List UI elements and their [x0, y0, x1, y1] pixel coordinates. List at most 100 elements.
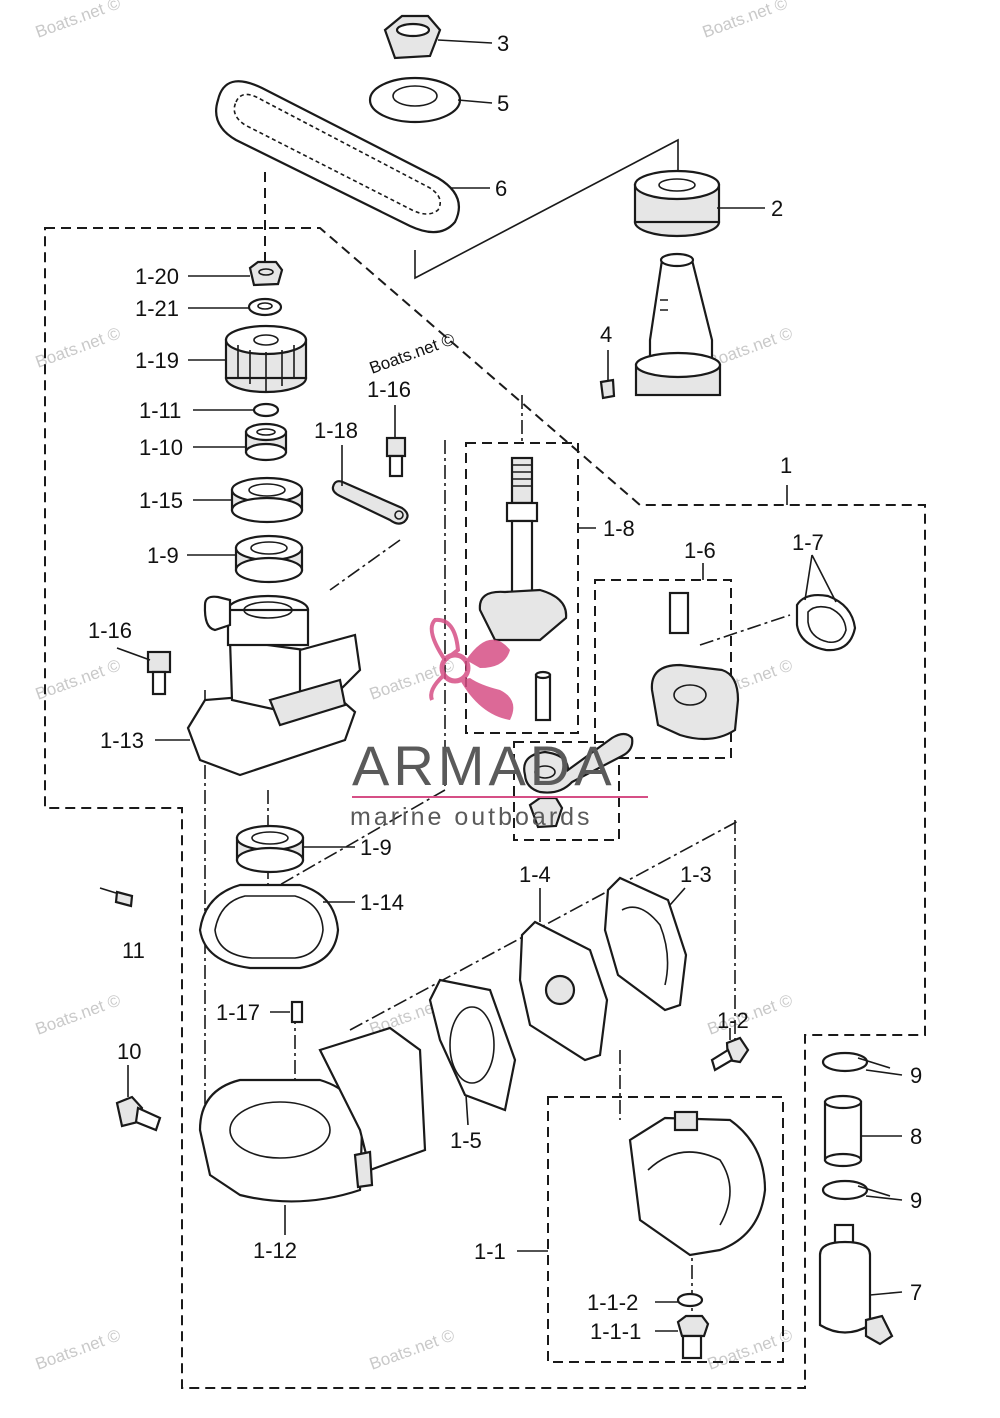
label-4: 4: [600, 322, 612, 347]
label-1-5: 1-5: [450, 1128, 482, 1153]
part-1-11-washer: [252, 402, 280, 418]
part-connecting-rod: [523, 732, 634, 829]
label-3: 3: [497, 31, 509, 56]
label-1-16: 1-16: [88, 618, 132, 643]
part-1-1-1-plug: [676, 1314, 710, 1360]
brand-logo: ARMADA marine outboards: [350, 617, 648, 831]
part-1-1-cover: [628, 1110, 767, 1257]
label-8: 8: [910, 1124, 922, 1149]
centre-line: [209, 440, 446, 926]
label-1-19: 1-19: [135, 348, 179, 373]
part-10-bolt: [115, 1095, 162, 1132]
piston-group-outline: [594, 579, 732, 759]
part-5-washer: [368, 76, 462, 124]
centre-line: [329, 539, 401, 591]
label-9: 9: [910, 1188, 922, 1213]
cover-group-outline: [547, 1096, 784, 1363]
label-1-13: 1-13: [100, 728, 144, 753]
part-3-nut: [383, 14, 442, 60]
label-1-7: 1-7: [792, 530, 824, 555]
part-1-19-gear: [224, 324, 308, 394]
label-2: 2: [771, 196, 783, 221]
label-1-6: 1-6: [684, 538, 716, 563]
leader: [99, 887, 117, 894]
label-1-12: 1-12: [253, 1238, 297, 1263]
label-1-11: 1-11: [139, 398, 181, 423]
label-1-1: 1-1: [474, 1239, 506, 1264]
watermark: Boats.net ©: [700, 0, 791, 42]
watermark: Boats.net ©: [33, 990, 124, 1038]
part-1-1-2-washer: [676, 1292, 704, 1308]
group-outlines: [44, 172, 926, 1389]
part-1-14-gasket: [198, 883, 340, 970]
brand-name: ARMADA: [352, 734, 616, 797]
centre-line: [699, 614, 791, 646]
label-1-17: 1-17: [216, 1000, 260, 1025]
part-2-pulley: [633, 169, 721, 238]
label-1-16: 1-16: [367, 377, 411, 402]
part-1-12-lower-housing: [198, 1026, 427, 1203]
centre-lines: [204, 395, 791, 1320]
part-1-16-bolt-upper: [385, 436, 407, 478]
label-11: 11: [122, 938, 145, 963]
label-1-21: 1-21: [135, 296, 179, 321]
label-5: 5: [497, 91, 509, 116]
watermark: Boats.net ©: [33, 323, 124, 371]
drive-link-line: [414, 138, 679, 280]
part-1-7-piston-rings: [795, 593, 857, 652]
part-1-15-seal: [230, 476, 304, 524]
watermark: Boats.net ©: [33, 655, 124, 703]
part-1-5-gasket: [428, 978, 517, 1112]
part-1-20-nut: [248, 260, 284, 287]
part-1-9-bearing-upper: [234, 534, 304, 584]
part-1-16-bolt-left: [146, 650, 172, 696]
part-1-4-plate: [518, 920, 609, 1062]
part-1-10-bushing: [244, 422, 288, 462]
rod-group-outline: [513, 741, 620, 841]
label-9: 9: [910, 1063, 922, 1088]
part-1-13-upper-housing: [186, 594, 362, 777]
label-1-1-1: 1-1-1: [590, 1319, 641, 1344]
part-9-clamp-upper: [821, 1051, 891, 1073]
watermark: Boats.net ©: [705, 1325, 796, 1373]
watermark: Boats.net ©: [33, 0, 124, 42]
part-4-key: [599, 378, 616, 400]
centre-line: [349, 819, 741, 1031]
label-1-8: 1-8: [603, 516, 635, 541]
part-1-9-bearing-lower: [235, 824, 305, 874]
label-1: 1: [780, 453, 792, 478]
crankshaft-group-outline: [465, 442, 579, 734]
part-8-hose: [823, 1094, 863, 1168]
watermark: Boats.net ©: [33, 1325, 124, 1373]
part-shaft-column: [634, 252, 722, 397]
part-1-6-piston: [650, 591, 740, 741]
part-1-21-washer: [247, 297, 283, 317]
part-1-2-bolt: [710, 1036, 750, 1072]
brand-tagline: marine outboards: [350, 803, 593, 831]
part-7-filter: [818, 1223, 894, 1346]
part-1-17-dowel: [290, 1000, 304, 1024]
label-10: 10: [117, 1039, 141, 1064]
label-1-9: 1-9: [147, 543, 179, 568]
label-6: 6: [495, 176, 507, 201]
label-1-3: 1-3: [680, 862, 712, 887]
part-11-pin: [114, 890, 134, 908]
part-6-timing-belt: [215, 80, 460, 234]
label-7: 7: [910, 1280, 922, 1305]
label-1-9: 1-9: [360, 835, 392, 860]
label-1-15: 1-15: [139, 488, 183, 513]
label-1-10: 1-10: [139, 435, 183, 460]
parts: [99, 14, 894, 1360]
part-1-18-stopper: [331, 480, 409, 525]
assembly-1-outline: [44, 227, 926, 1389]
part-1-8-crankshaft: [478, 456, 568, 722]
label-1-1-2: 1-1-2: [587, 1290, 638, 1315]
label-1-20: 1-20: [135, 264, 179, 289]
leader-lines: [116, 39, 903, 1332]
part-1-3-gasket: [603, 876, 688, 1012]
part-9-clamp-lower: [821, 1179, 891, 1201]
label-1-14: 1-14: [360, 890, 404, 915]
label-1-2: 1-2: [717, 1008, 749, 1033]
